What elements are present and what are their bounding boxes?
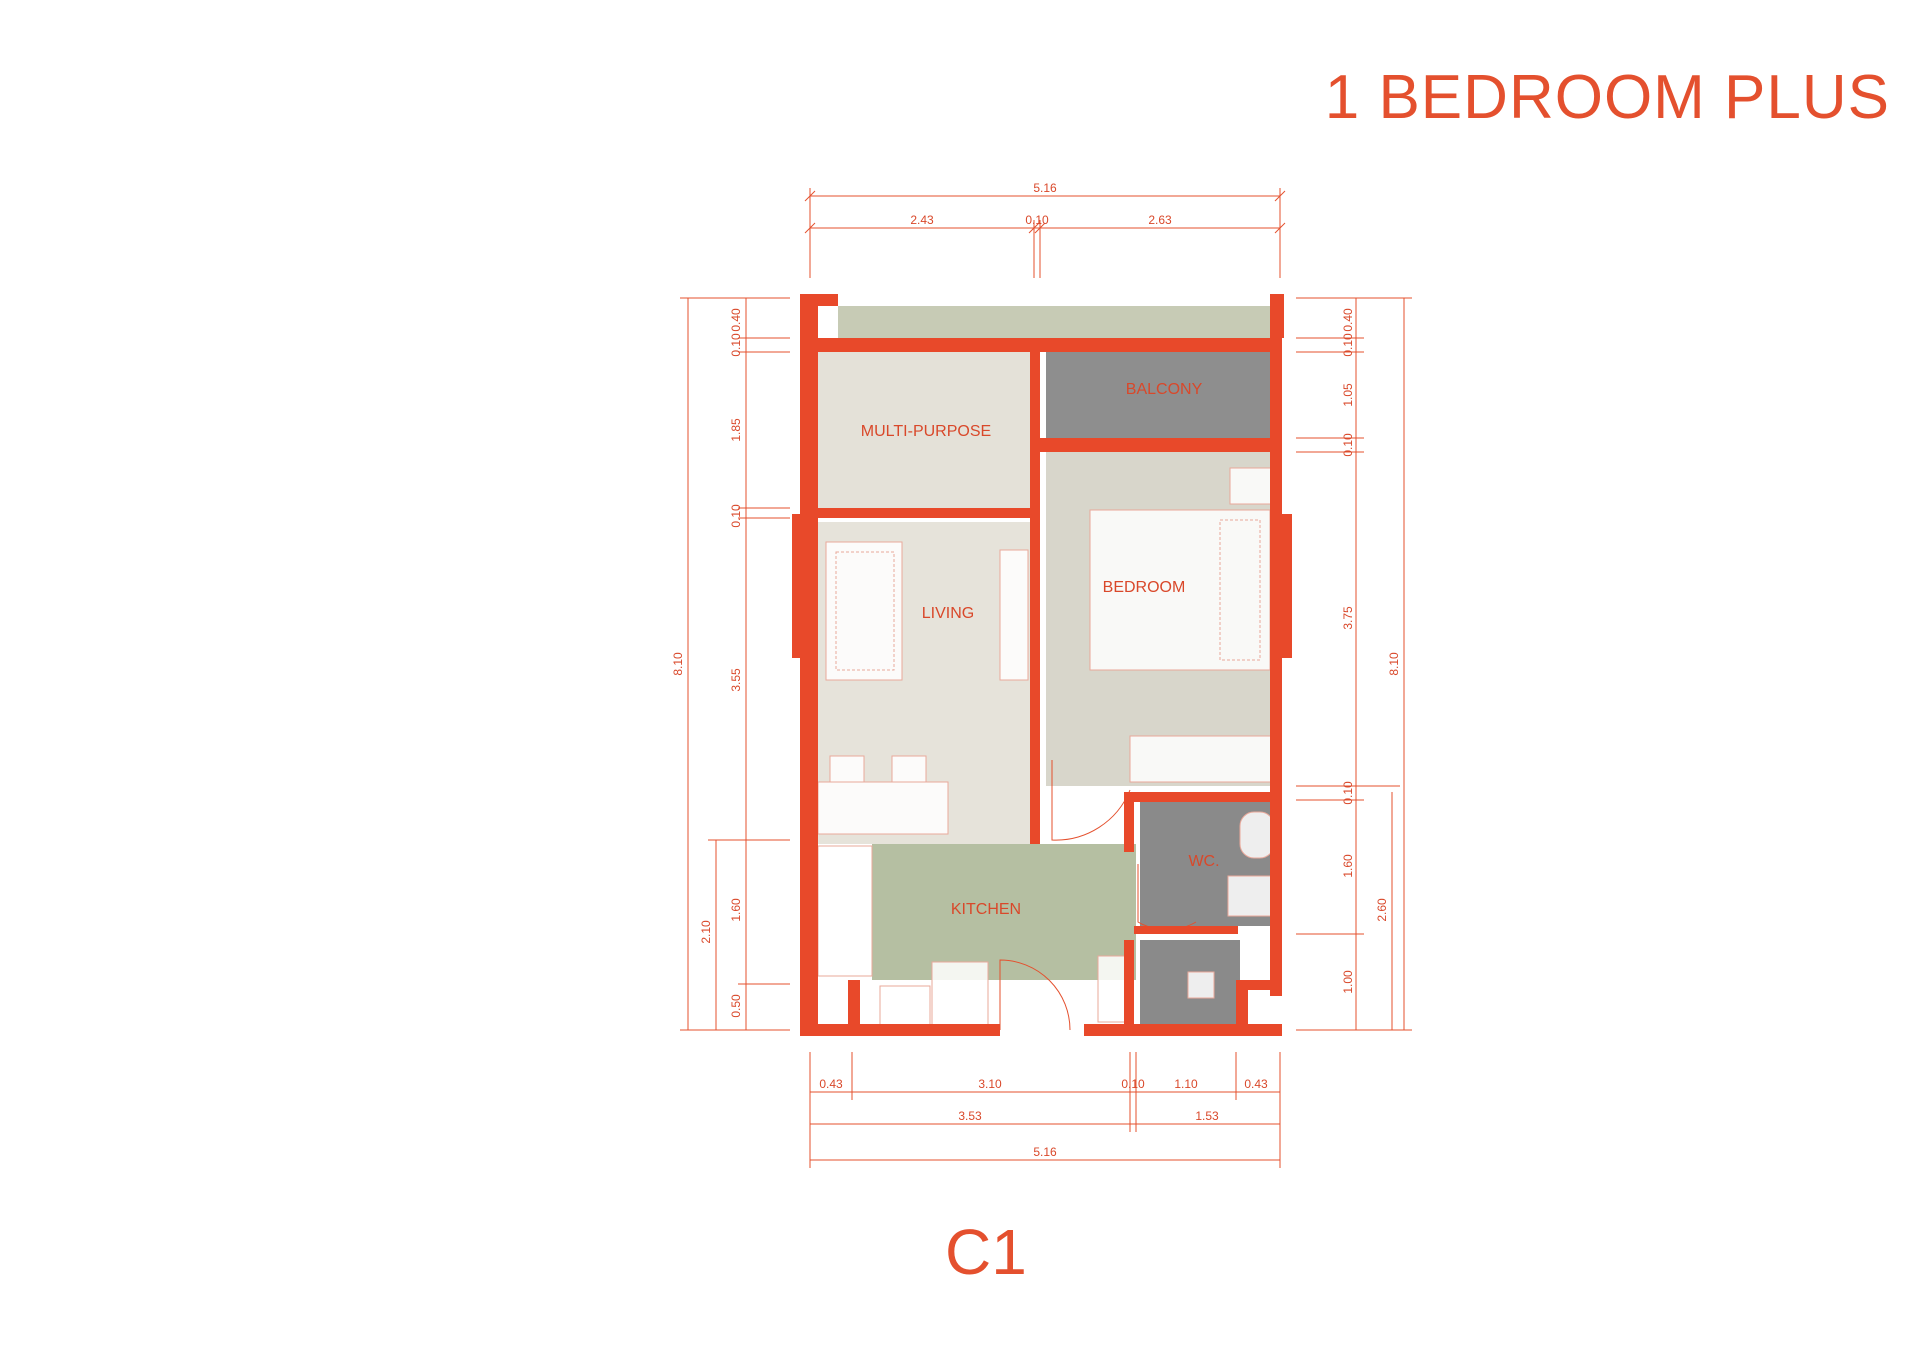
wall-bottom-right-jamb [1236,980,1282,990]
planter-strip [838,306,1270,338]
dim-right-b: 0.10 [1341,333,1355,357]
dim-left-a: 0.40 [729,308,743,332]
sofa-cushions [835,551,895,671]
wall-left-outer [800,294,818,1036]
dim-right-e: 3.75 [1341,606,1355,630]
nightstand [1229,467,1273,505]
room-label-living: LIVING [922,605,974,622]
multi-purpose-floor [818,352,1036,512]
dim-left-h: 2.10 [699,920,713,944]
sink-counter [879,985,931,1027]
wall-top-right-post [1270,294,1284,338]
dim-bottom-g: 1.53 [1195,1109,1219,1123]
wall-wc-left [1124,792,1134,852]
right-dimensions: 0.40 0.10 1.05 0.10 3.75 0.10 1.60 1.00 … [1296,297,1412,1031]
shoe-rack [1097,955,1129,1023]
dim-right-total: 8.10 [1387,652,1401,676]
fridge [931,961,989,1027]
dim-top-left: 2.43 [910,213,934,227]
sofa [825,541,903,681]
dining-chair-2 [891,755,927,783]
dim-left-c: 1.85 [729,418,743,442]
wall-top-sill [800,338,818,352]
wall-mp-living-partition [818,508,1036,518]
tv-cabinet [999,549,1029,681]
wall-wc-left-lower [1124,940,1134,1030]
dim-right-a: 0.40 [1341,308,1355,332]
dim-bottom-f: 3.53 [958,1109,982,1123]
dim-bottom-c: 0.10 [1121,1077,1145,1091]
wall-wc-top [1124,792,1282,802]
dim-right-c: 1.05 [1341,383,1355,407]
dim-bottom-e: 0.43 [1244,1077,1268,1091]
dim-left-d: 0.10 [729,504,743,528]
wall-wc-mid [1134,926,1238,934]
plan-title: 1 BEDROOM PLUS [1324,63,1890,132]
room-label-kitchen: KITCHEN [951,901,1021,918]
left-dimensions: 8.10 0.40 0.10 1.85 0.10 3.55 1.60 0.50 … [671,297,790,1031]
dim-left-g: 0.50 [729,994,743,1018]
wall-bottom-right [1084,1024,1282,1036]
entrance-door-swing [999,959,1071,1031]
dim-right-i: 2.60 [1375,898,1389,922]
kitchen-counter [817,845,873,977]
wardrobe [1129,735,1275,783]
dim-right-f: 0.10 [1341,781,1355,805]
room-label-bedroom: BEDROOM [1103,579,1186,596]
dining-table [817,781,949,835]
dim-right-d: 0.10 [1341,433,1355,457]
unit-code: C1 [945,1216,1027,1288]
wall-bottom-left-jamb [848,980,860,1028]
wall-balcony-bottom [1040,438,1282,452]
kitchen-floor [872,844,1136,980]
toilet [1239,811,1275,859]
dim-bottom-d: 1.10 [1174,1077,1198,1091]
room-label-multi-purpose: MULTI-PURPOSE [861,423,991,440]
room-label-wc: WC. [1188,853,1219,870]
dim-left-f: 1.60 [729,898,743,922]
dining-chair-1 [829,755,865,783]
dim-left-total: 8.10 [671,652,685,676]
dim-top-total: 5.16 [1033,181,1057,195]
wall-left-thick [792,514,818,658]
wall-central-spine [1030,338,1040,844]
wall-right-thick [1276,514,1292,658]
wall-right-outer [1270,338,1282,996]
dim-top-right: 2.63 [1148,213,1172,227]
top-dimensions: 5.16 2.43 0.10 2.63 [804,181,1286,278]
wash-basin [1227,875,1273,917]
dim-bottom-b: 3.10 [978,1077,1002,1091]
wall-bottom-right-jamb2 [1236,980,1248,1026]
dim-top-mid: 0.10 [1025,213,1049,227]
dim-bottom-total: 5.16 [1033,1145,1057,1159]
bed-pillows [1219,519,1261,661]
balcony-floor [1046,352,1280,438]
room-label-balcony: BALCONY [1126,381,1203,398]
bottom-dimensions: 0.43 3.10 0.10 1.10 0.43 3.53 1.53 5.16 [809,1052,1281,1168]
dim-right-g: 1.60 [1341,854,1355,878]
dim-left-b: 0.10 [729,333,743,357]
wall-top-left-post [800,294,838,306]
wall-top-interior [818,338,1282,352]
dim-bottom-a: 0.43 [819,1077,843,1091]
shower-tray [1187,971,1215,999]
wall-bottom-left [800,1024,1000,1036]
bed [1089,509,1271,671]
dim-left-e: 3.55 [729,668,743,692]
dim-right-h: 1.00 [1341,970,1355,994]
